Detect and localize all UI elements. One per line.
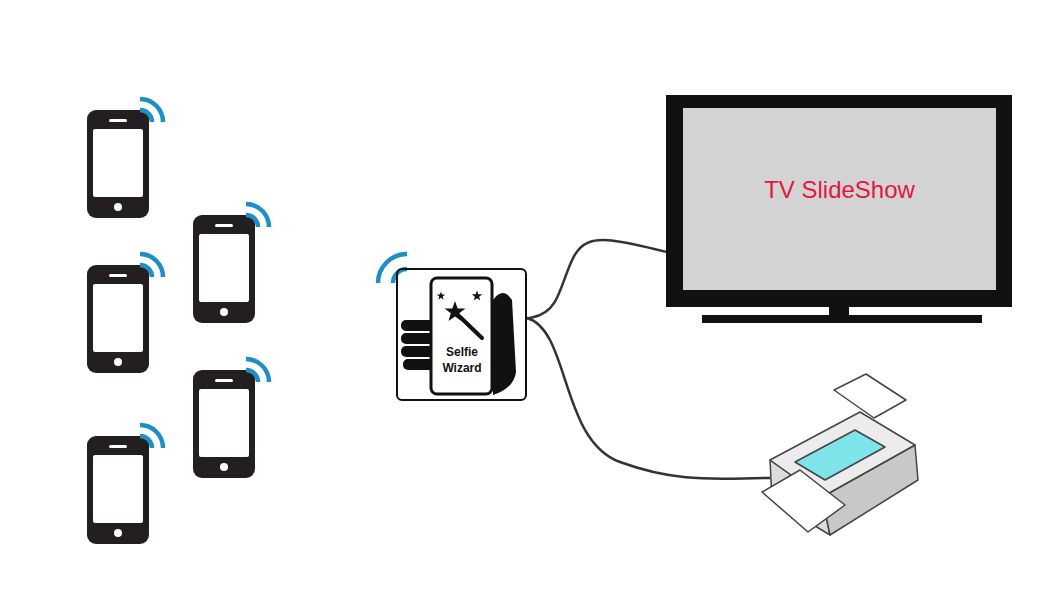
printer-cable — [527, 318, 770, 479]
phone-icon — [193, 204, 269, 323]
phone-icon — [87, 425, 163, 544]
tv-screen: TV SlideShow — [666, 95, 1012, 307]
node-label: TV SlideShow — [764, 176, 915, 204]
tv-stand — [702, 306, 982, 323]
printer-icon — [762, 374, 918, 535]
device-box: Selfie Wizard — [396, 268, 527, 401]
hand-icon — [401, 278, 516, 395]
phone-icon — [193, 359, 269, 478]
node-label: Selfie Wizard — [434, 344, 490, 376]
phone-icon — [87, 254, 163, 373]
phone-icon — [87, 99, 163, 218]
cable — [527, 240, 666, 318]
